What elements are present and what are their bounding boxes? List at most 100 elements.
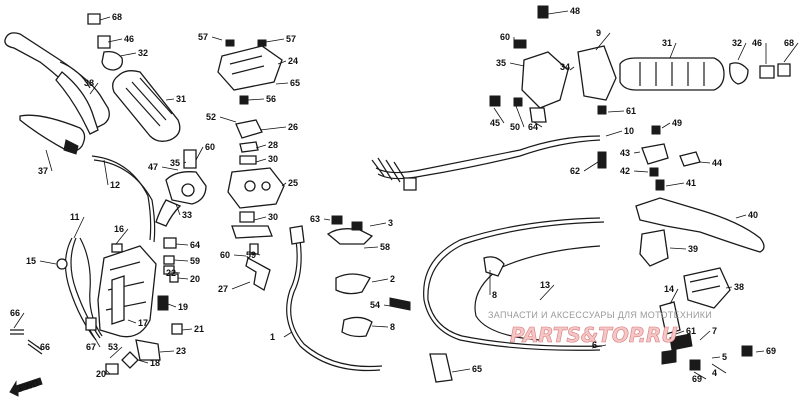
callout-number: 6 <box>592 340 597 350</box>
callout-leader <box>371 278 389 283</box>
callout-leader <box>233 254 247 257</box>
callout-number: 66 <box>10 308 20 318</box>
callout-66: 66 <box>10 308 25 329</box>
callout-number: 8 <box>390 322 395 332</box>
callout-number: 15 <box>26 256 36 266</box>
callout-30: 30 <box>253 212 278 222</box>
callout-7: 7 <box>699 326 717 341</box>
callout-leader <box>277 60 287 65</box>
callout-leader <box>13 312 25 329</box>
callout-number: 31 <box>176 94 186 104</box>
callout-leader <box>259 126 287 131</box>
callout-leader <box>283 331 293 338</box>
callout-leader <box>231 281 251 290</box>
callout-number: 2 <box>390 274 395 284</box>
callout-number: 30 <box>268 154 278 164</box>
callout-leader <box>547 10 569 15</box>
callout-leader <box>669 42 677 59</box>
callout-leader <box>693 371 707 380</box>
callout-38: 38 <box>84 78 99 95</box>
callout-30: 30 <box>255 154 278 164</box>
callout-50: 50 <box>510 105 525 132</box>
callout-number: 41 <box>686 178 696 188</box>
callout-leader <box>73 216 85 239</box>
callout-leader <box>255 158 267 163</box>
callout-leader <box>175 203 181 216</box>
callout-63: 63 <box>310 214 331 224</box>
callout-number: 35 <box>170 158 180 168</box>
callout-number: 60 <box>220 250 230 260</box>
callout-leader <box>105 369 111 375</box>
callout-26: 26 <box>259 122 298 132</box>
callout-number: 9 <box>596 28 601 38</box>
callout-leader <box>161 166 179 171</box>
callout-leader <box>633 151 641 154</box>
callout-69: 69 <box>755 346 776 356</box>
callout-32: 32 <box>119 48 148 58</box>
callout-leader <box>115 228 129 245</box>
callout-leader <box>175 243 189 246</box>
callout-leader <box>127 319 137 324</box>
lever-bracket-left <box>155 149 207 227</box>
callout-19: 19 <box>167 302 188 312</box>
callout-leader <box>169 271 181 274</box>
callout-number: 38 <box>734 282 744 292</box>
callout-27: 27 <box>218 281 251 294</box>
callout-28: 28 <box>255 140 278 150</box>
callout-41: 41 <box>665 178 696 188</box>
callout-number: 14 <box>664 284 674 294</box>
callout-leader <box>181 328 193 331</box>
callout-number: 10 <box>624 126 634 136</box>
callout-leader <box>669 247 687 250</box>
callout-33: 33 <box>175 203 192 220</box>
callout-number: 62 <box>570 166 580 176</box>
callout-54: 54 <box>370 300 391 310</box>
callout-number: 69 <box>766 346 776 356</box>
callout-number: 20 <box>190 274 200 284</box>
callout-25: 25 <box>281 178 298 188</box>
clamp-parts-center <box>326 215 453 383</box>
callout-number: 46 <box>124 34 134 44</box>
callout-47: 47 <box>148 162 179 172</box>
callout-number: 31 <box>662 38 672 48</box>
callout-21: 21 <box>181 324 204 334</box>
callout-number: 46 <box>752 38 762 48</box>
callout-leader <box>165 98 175 101</box>
callout-34: 34 <box>560 62 575 72</box>
callout-number: 32 <box>138 48 148 58</box>
callout-9: 9 <box>595 28 611 51</box>
grip-right <box>619 57 791 91</box>
callout-46: 46 <box>107 34 134 44</box>
callout-number: 40 <box>748 210 758 220</box>
callout-number: 64 <box>528 122 538 132</box>
callout-15: 15 <box>26 256 57 266</box>
callout-leader <box>711 356 721 359</box>
callout-number: 49 <box>672 118 682 128</box>
callout-number: 11 <box>70 212 80 222</box>
callout-leader <box>515 105 525 128</box>
callout-65: 65 <box>451 364 482 374</box>
callout-number: 8 <box>492 290 497 300</box>
callout-69: 69 <box>692 371 707 384</box>
mirror-left <box>19 114 86 155</box>
callout-leader <box>783 42 799 63</box>
callout-number: 68 <box>112 12 122 22</box>
callout-leader <box>323 218 331 221</box>
callout-leader <box>605 130 623 137</box>
callout-leader <box>89 329 101 348</box>
callout-number: 38 <box>84 78 94 88</box>
callout-20: 20 <box>177 274 200 284</box>
callout-leader <box>493 107 505 124</box>
callout-leader <box>591 344 607 349</box>
callout-number: 35 <box>496 58 506 68</box>
callout-number: 22 <box>166 268 176 278</box>
callout-38: 38 <box>725 282 744 292</box>
callout-53: 53 <box>108 342 123 359</box>
callout-64: 64 <box>528 121 543 132</box>
callout-number: 32 <box>732 38 742 48</box>
cables-right <box>423 217 753 371</box>
callout-leader <box>633 170 649 173</box>
callout-leader <box>737 42 747 61</box>
callout-56: 56 <box>247 94 276 104</box>
callout-44: 44 <box>699 158 722 168</box>
